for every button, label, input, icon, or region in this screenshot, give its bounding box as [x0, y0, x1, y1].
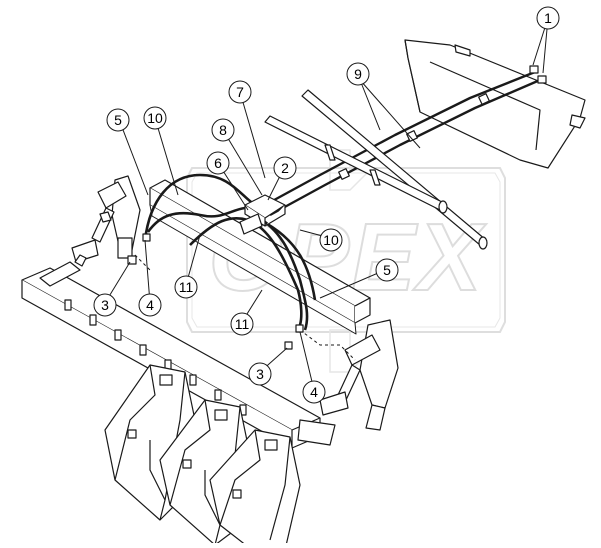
callout-4-left: 4 [138, 293, 162, 317]
callout-4-right: 4 [302, 380, 326, 404]
callout-1: 1 [536, 6, 560, 30]
callout-11-right: 11 [230, 312, 254, 336]
hidden-lines [134, 254, 356, 361]
fittings [127, 65, 547, 350]
shank-assembly-3 [209, 429, 301, 548]
callout-11-left-label: 11 [179, 279, 194, 295]
callout-6: 6 [206, 151, 230, 175]
callout-10-upper-label: 10 [147, 110, 163, 126]
callout-6-label: 6 [214, 155, 222, 171]
callout-2: 2 [273, 156, 297, 180]
hydraulic-hoses [143, 173, 317, 331]
callout-10-lower-label: 10 [323, 232, 339, 248]
callout-2-label: 2 [281, 160, 289, 176]
left-cylinder [71, 175, 141, 263]
right-cylinder [319, 319, 399, 431]
callout-11-left: 11 [174, 275, 198, 299]
hose-clamps [338, 93, 490, 180]
square-tube-beam [149, 179, 371, 335]
callout-5-lower: 5 [375, 258, 399, 282]
callout-3-right-label: 3 [256, 366, 264, 382]
callout-10-upper: 10 [143, 106, 167, 130]
callout-7: 7 [228, 80, 252, 104]
valve-block [239, 194, 286, 235]
callout-10-lower: 10 [319, 228, 343, 252]
callout-8: 8 [211, 118, 235, 142]
callout-3-left: 3 [93, 293, 117, 317]
callout-9: 9 [346, 62, 370, 86]
callout-5-upper-label: 5 [114, 112, 122, 128]
machine-drawing [21, 39, 586, 548]
callouts: 1 9 7 8 5 10 6 2 [93, 6, 560, 404]
callout-3-left-label: 3 [101, 297, 109, 313]
callout-5-lower-label: 5 [383, 262, 391, 278]
hose-bundle-long [264, 70, 541, 217]
main-frame-beam [404, 39, 586, 169]
callout-11-right-label: 11 [235, 316, 250, 332]
cross-tubes [264, 89, 488, 250]
callout-1-label: 1 [544, 10, 552, 26]
callout-4-right-label: 4 [310, 384, 318, 400]
leader-lines [104, 17, 549, 391]
callout-4-left-label: 4 [146, 297, 154, 313]
callout-3-right: 3 [248, 362, 272, 386]
callout-5-upper: 5 [106, 108, 130, 132]
callout-8-label: 8 [219, 122, 227, 138]
callout-7-label: 7 [236, 84, 244, 100]
callout-9-label: 9 [354, 66, 362, 82]
